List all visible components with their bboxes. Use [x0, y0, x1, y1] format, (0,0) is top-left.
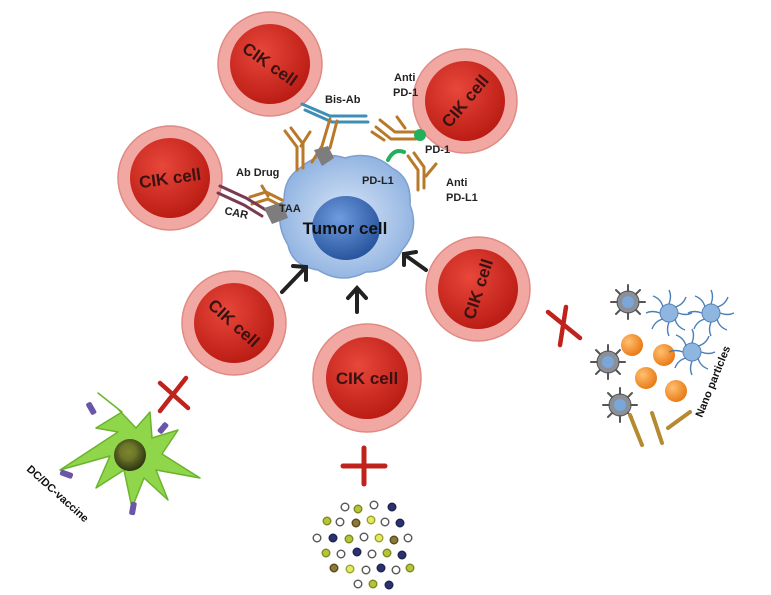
tumor-cell-label: Tumor cell: [303, 219, 388, 238]
car-label: CAR: [223, 205, 249, 222]
cik-cell-top-right: CIK cell: [412, 48, 518, 154]
cik-cell-lower-left: CIK cell: [181, 270, 287, 376]
red-cross-icon: [545, 304, 583, 348]
dc-vaccine-label: DC/DC-vaccine: [24, 463, 91, 525]
antibody-icon: [283, 126, 312, 172]
bis-ab-label: Bis-Ab: [325, 94, 361, 106]
pdl1-icon: [386, 149, 406, 162]
black-arrow-icon: [346, 285, 368, 314]
anti-pd1-label-line1: Anti: [394, 72, 415, 84]
black-arrow-icon: [280, 264, 308, 294]
cik-cell-right: CIK cell: [425, 236, 531, 342]
orange-nanoparticle: [635, 367, 657, 389]
red-cross-icon: [157, 375, 191, 414]
cik-cell-left: CIK cell: [117, 125, 223, 231]
dendrimer-icon: [687, 289, 735, 337]
orange-nanoparticle: [621, 334, 643, 356]
receptor-icon: [314, 146, 334, 166]
anti-pdl1-antibody-icon: [406, 151, 438, 192]
cik-cell-bottom: CIK cell: [312, 323, 422, 433]
dendritic-cell-icon: [59, 392, 201, 516]
cik-cell-label: CIK cell: [336, 369, 398, 388]
pd1-icon: [414, 129, 426, 141]
pdl1-label: PD-L1: [362, 175, 394, 187]
anti-pd1-label-line2: PD-1: [393, 87, 418, 99]
nano-particles-icon: [590, 284, 735, 447]
micelle-icon: [590, 344, 626, 380]
red-plus-icon: [340, 445, 388, 487]
car-receptor-icon: [216, 184, 268, 218]
ab-drug-label: Ab Drug: [236, 167, 279, 179]
taa-label: TAA: [279, 203, 301, 215]
cik-cell-top: CIK cell: [217, 11, 323, 117]
anti-pd1-antibody-icon: [370, 115, 420, 142]
pd1-label: PD-1: [425, 144, 450, 156]
tumor-nucleus: [312, 196, 380, 260]
dendrimer-icon: [668, 328, 716, 376]
tumor-cell: Tumor cell: [279, 154, 415, 279]
micelle-icon: [610, 284, 646, 320]
orange-nanoparticle: [653, 344, 675, 366]
black-arrow-icon: [402, 250, 428, 272]
bis-ab-icon: [300, 102, 370, 164]
orange-nanoparticle: [665, 380, 687, 402]
dendrimer-icon: [645, 289, 693, 337]
small-molecule-dots-icon: [312, 500, 415, 590]
nanorod-icon: [628, 410, 692, 447]
anti-pdl1-label-line1: Anti: [446, 177, 467, 189]
anti-pdl1-label-line2: PD-L1: [446, 192, 478, 204]
taa-icon: [264, 202, 288, 224]
